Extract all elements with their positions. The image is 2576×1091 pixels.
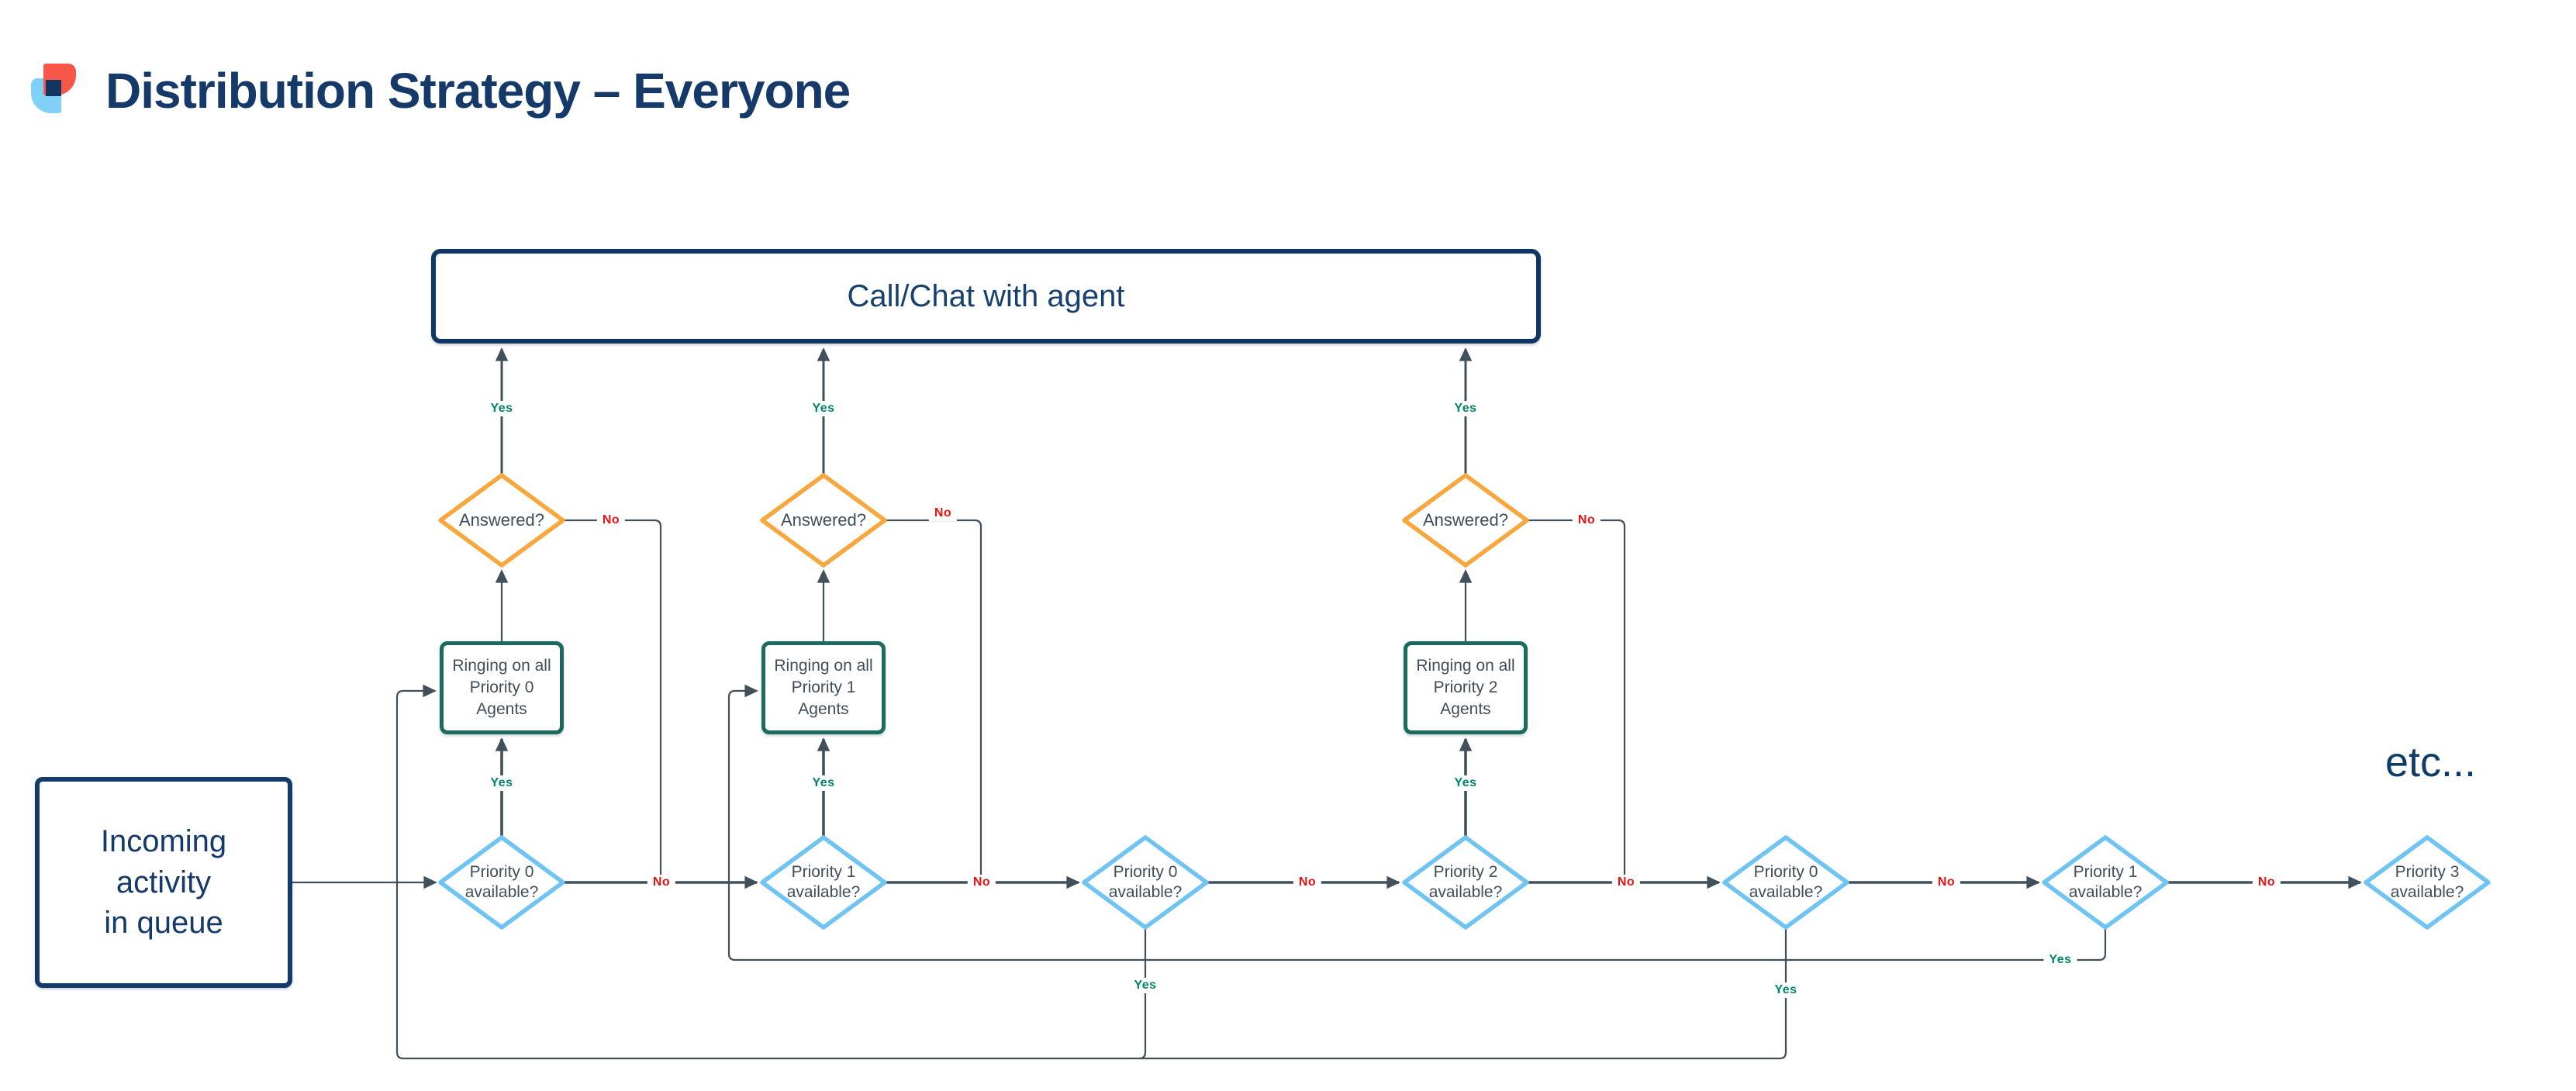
node-check-4-priority2: Priority 2 available? — [1402, 835, 1529, 930]
call-chat-label: Call/Chat with agent — [847, 278, 1125, 313]
node-answered-1: Answered? — [438, 473, 565, 568]
node-check-5-priority0: Priority 0 available? — [1722, 835, 1849, 930]
node-incoming-queue: Incoming activity in queue — [35, 777, 292, 988]
diamond-shape — [2364, 835, 2491, 930]
answered-2-label: Answered? — [780, 509, 867, 530]
edge-loop-to-ringing-priority0 — [395, 684, 1787, 1060]
edge-answered2-no — [886, 519, 982, 882]
edge-label-no: No — [1572, 513, 1601, 528]
check-7-label: Priority 3 available? — [2390, 863, 2464, 901]
diamond-shape — [2042, 835, 2169, 930]
edge-label-no: No — [647, 875, 676, 890]
incoming-queue-label: Incoming activity in queue — [100, 823, 227, 941]
diamond-shape — [1402, 473, 1529, 568]
node-check-1-priority0: Priority 0 available? — [438, 835, 565, 930]
node-answered-2: Answered? — [760, 473, 887, 568]
edge-label-yes: Yes — [485, 775, 519, 791]
edge-label-no: No — [967, 875, 996, 890]
ringing-priority0-label: Ringing on all Priority 0 Agents — [452, 657, 551, 718]
node-ringing-priority2: Ringing on all Priority 2 Agents — [1404, 641, 1528, 734]
node-check-2-priority1: Priority 1 available? — [760, 835, 887, 930]
page-title: Distribution Strategy – Everyone — [105, 63, 851, 119]
ringing-priority2-label: Ringing on all Priority 2 Agents — [1416, 657, 1515, 718]
answered-1-label: Answered? — [458, 509, 545, 530]
edge-label-yes: Yes — [2043, 952, 2077, 968]
diamond-shape — [760, 835, 887, 930]
check-3-label: Priority 0 available? — [1108, 863, 1183, 901]
edge-answered3-no — [1528, 519, 1626, 882]
check-2-label: Priority 1 available? — [786, 863, 861, 901]
edge-label-yes: Yes — [806, 775, 841, 791]
edge-loop-to-ringing-priority1 — [727, 684, 2107, 962]
diamond-shape — [1082, 835, 1209, 930]
edge-label-no: No — [1932, 875, 1961, 890]
node-ringing-priority0: Ringing on all Priority 0 Agents — [440, 641, 564, 734]
diamond-shape — [760, 473, 887, 568]
edge-label-yes: Yes — [1449, 775, 1483, 791]
edge-answered1-no — [564, 519, 662, 882]
logo-navy-shape — [46, 80, 61, 96]
edge-label-no: No — [2252, 875, 2281, 890]
edge-label-yes: Yes — [806, 401, 841, 416]
diamond-shape — [1402, 835, 1529, 930]
edge-check3-yes-join-loop — [1138, 928, 1147, 1060]
node-answered-3: Answered? — [1402, 473, 1529, 568]
check-1-label: Priority 0 available? — [464, 863, 539, 901]
node-check-3-priority0: Priority 0 available? — [1082, 835, 1209, 930]
check-6-label: Priority 1 available? — [2068, 863, 2143, 901]
node-ringing-priority1: Ringing on all Priority 1 Agents — [761, 641, 886, 734]
etc-note: etc... — [2385, 739, 2477, 785]
edge-label-no: No — [1293, 875, 1322, 890]
check-4-label: Priority 2 available? — [1428, 863, 1503, 901]
app-logo-icon — [31, 64, 78, 115]
node-check-6-priority1: Priority 1 available? — [2042, 835, 2169, 930]
node-call-chat: Call/Chat with agent — [431, 249, 1541, 344]
answered-3-label: Answered? — [1422, 509, 1509, 530]
edge-label-yes: Yes — [485, 401, 519, 416]
check-5-label: Priority 0 available? — [1749, 863, 1823, 901]
diamond-shape — [438, 835, 565, 930]
edge-label-yes: Yes — [1769, 982, 1803, 998]
edge-label-yes: Yes — [1128, 978, 1162, 993]
node-check-7-priority3: Priority 3 available? — [2364, 835, 2491, 930]
edge-label-no: No — [928, 506, 958, 521]
diamond-shape — [1722, 835, 1849, 930]
edge-label-no: No — [1611, 875, 1641, 890]
diamond-shape — [438, 473, 565, 568]
edge-label-no: No — [596, 513, 626, 528]
edge-label-yes: Yes — [1449, 401, 1483, 416]
ringing-priority1-label: Ringing on all Priority 1 Agents — [774, 657, 873, 718]
